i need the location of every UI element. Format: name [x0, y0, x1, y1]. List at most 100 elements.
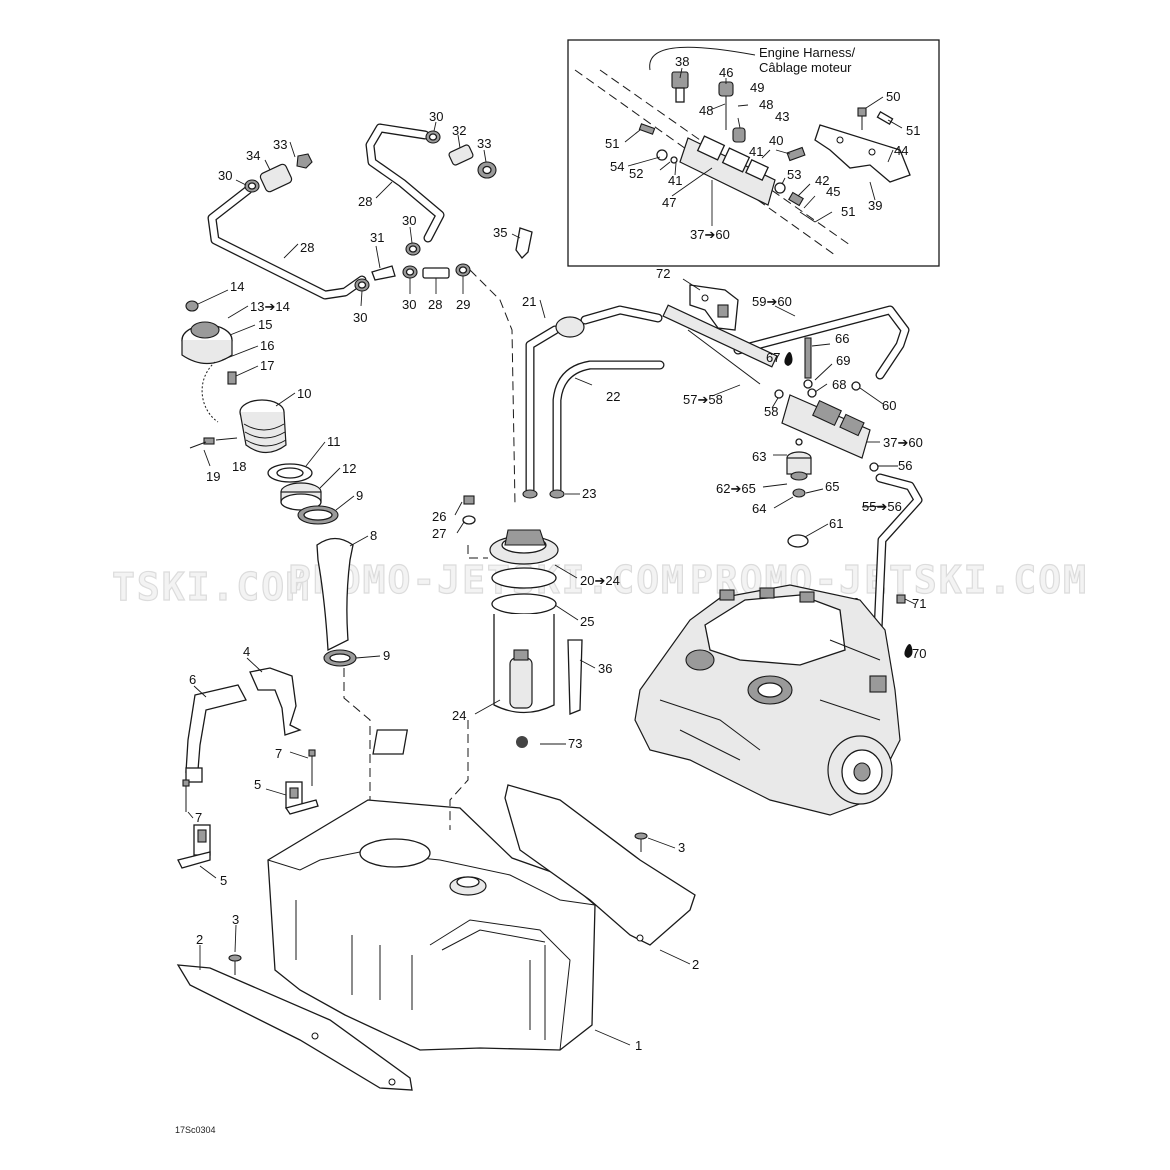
- callout-54: 54: [610, 159, 624, 174]
- screw-3-right: [634, 832, 648, 852]
- callout-4: 4: [243, 644, 250, 659]
- strap-6-end: [185, 767, 203, 783]
- callout-32: 32: [452, 123, 466, 138]
- tank-filler-opening: [449, 876, 487, 896]
- o-ring-58: [774, 389, 784, 399]
- drop-67-icon: [784, 352, 793, 366]
- fitting-33-a: [296, 153, 313, 169]
- callout-71: 71: [912, 596, 926, 611]
- callout-61: 61: [829, 516, 843, 531]
- pump-dash-1: [467, 545, 488, 559]
- fuel-lines-21-22: [522, 305, 665, 499]
- callout-2-b: 2: [692, 957, 699, 972]
- tee-fitting-31: [371, 265, 396, 281]
- callout-12: 12: [342, 461, 356, 476]
- callout-34: 34: [246, 148, 260, 163]
- callout-45: 45: [826, 184, 840, 199]
- callout-29: 29: [456, 297, 470, 312]
- callout-39: 39: [868, 198, 882, 213]
- callout-24: 24: [452, 708, 466, 723]
- gasket-25-a: [491, 567, 557, 589]
- support-2-right: [504, 784, 696, 946]
- callout-3-a: 3: [678, 840, 685, 855]
- drop-70-icon: [904, 644, 913, 658]
- rail-rod: [687, 329, 761, 385]
- screw-17: [227, 371, 237, 385]
- fuel-tank-1: [267, 799, 596, 1051]
- fuel-filter-21: [555, 316, 585, 338]
- callout-31: 31: [370, 230, 384, 245]
- leaders-top-left: [235, 121, 521, 307]
- callout-52: 52: [629, 166, 643, 181]
- callout-69: 69: [836, 353, 850, 368]
- callout-49: 49: [750, 80, 764, 95]
- callout-25: 25: [580, 614, 594, 629]
- callout-30-d: 30: [353, 310, 367, 325]
- drawing-code: 17Sc0304: [175, 1125, 216, 1135]
- callout-9-b: 9: [383, 648, 390, 663]
- callout-51-c: 51: [841, 204, 855, 219]
- fuel-pump-module: [372, 495, 583, 755]
- inset-fuel-rail-detail: Engine Harness/ Câblage moteur: [567, 39, 940, 267]
- engine-harness-wire: [649, 46, 756, 71]
- callout-43: 43: [775, 109, 789, 124]
- fittings-top-left: [244, 130, 533, 292]
- callout-2-a: 2: [196, 932, 203, 947]
- ring-23-a: [522, 489, 538, 499]
- o-ring-63-top: [795, 438, 803, 446]
- tank-pump-opening: [359, 838, 431, 868]
- callout-8: 8: [370, 528, 377, 543]
- callout-6: 6: [189, 672, 196, 687]
- callout-11: 11: [327, 434, 341, 449]
- washer-69: [803, 379, 813, 389]
- rivet-7-b-head: [182, 779, 190, 787]
- callout-51-a: 51: [906, 123, 920, 138]
- hose-short-28: [422, 267, 450, 279]
- callout-33-b: 33: [273, 137, 287, 152]
- rivet-7-a-head: [308, 749, 316, 757]
- callout-21: 21: [522, 294, 536, 309]
- fuel-rail-60: [781, 394, 871, 459]
- bracket-36: [567, 639, 583, 715]
- inset-fuel-rail: [679, 135, 776, 206]
- cap-plug-14: [185, 300, 199, 312]
- callout-9-a: 9: [356, 488, 363, 503]
- callout-68: 68: [832, 377, 846, 392]
- callout-36: 36: [598, 661, 612, 676]
- fuel-rail-assembly: [662, 284, 923, 658]
- pump-to-tank-dash: [449, 720, 469, 830]
- callout-22: 22: [606, 389, 620, 404]
- strap-4: [249, 667, 302, 736]
- label-73: [372, 729, 528, 755]
- screw-19: [189, 441, 207, 449]
- callout-48-a: 48: [699, 103, 713, 118]
- ring-23-b: [549, 489, 565, 499]
- bracket-5-a: [284, 781, 319, 815]
- filler-neck-10: [239, 399, 287, 454]
- callout-28-b: 28: [300, 240, 314, 255]
- callout-66: 66: [835, 331, 849, 346]
- callout-26: 26: [432, 509, 446, 524]
- callout-50: 50: [886, 89, 900, 104]
- inset-frame: [567, 39, 940, 267]
- callout-51-b: 51: [605, 136, 619, 151]
- tether-16: [201, 361, 219, 423]
- callout-30-c: 30: [402, 213, 416, 228]
- clamp-35: [515, 227, 533, 259]
- callout-38: 38: [675, 54, 689, 69]
- fitting-34: [259, 163, 293, 193]
- inset-harness-label-line2: Câblage moteur: [759, 60, 852, 75]
- bolt-18: [203, 437, 215, 445]
- callout-20-24: 20➔24: [580, 573, 620, 588]
- filler-neck-assembly: [181, 300, 371, 845]
- callout-10: 10: [297, 386, 311, 401]
- callout-16: 16: [260, 338, 274, 353]
- vent-to-pump-dash: [469, 269, 516, 506]
- callout-56-a: 56: [898, 458, 912, 473]
- inset-clip-51: [876, 111, 894, 125]
- washer-27: [462, 515, 476, 525]
- leaders-pump: [454, 299, 596, 745]
- pump-flange-20-24: [489, 529, 559, 565]
- pump-body-24: [493, 614, 555, 714]
- callout-14: 14: [230, 279, 244, 294]
